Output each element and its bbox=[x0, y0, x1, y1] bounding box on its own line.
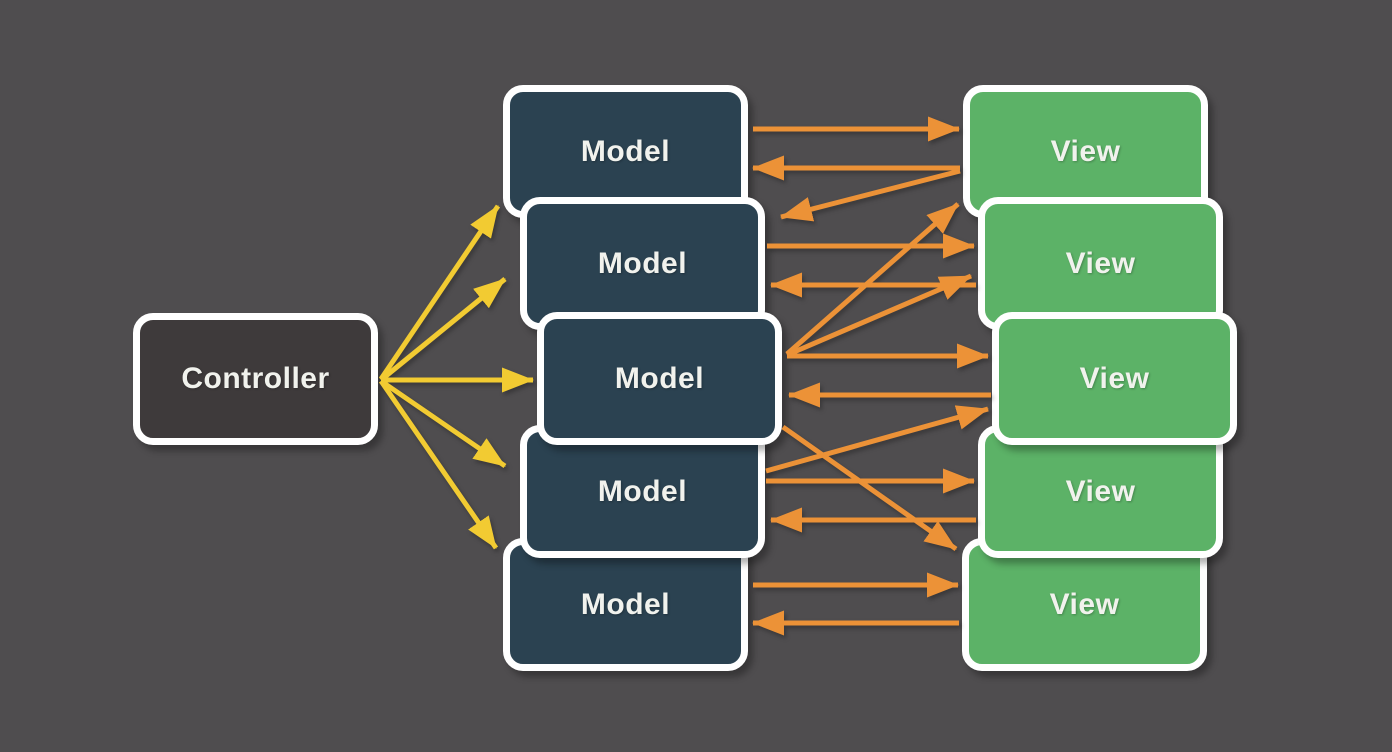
arrow-controller-to-model-5 bbox=[378, 379, 499, 550]
controller-node: Controller bbox=[133, 313, 378, 445]
view-node-3: View bbox=[992, 312, 1237, 445]
view-label-3: View bbox=[1079, 361, 1150, 395]
view-node-2: View bbox=[978, 197, 1223, 330]
arrow-controller-to-model-2 bbox=[379, 277, 507, 382]
controller-to-model-arrows bbox=[378, 204, 535, 550]
arrow-model-3-to-view-1 bbox=[785, 202, 960, 356]
arrow-controller-to-model-1 bbox=[378, 204, 501, 381]
arrow-controller-to-model-4 bbox=[379, 378, 507, 469]
view-label-5: View bbox=[1049, 587, 1120, 621]
model-node-5: Model bbox=[503, 538, 748, 671]
model-label-4: Model bbox=[597, 474, 688, 508]
model-view-arrows bbox=[751, 116, 991, 636]
view-label-4: View bbox=[1065, 474, 1136, 508]
view-label-1: View bbox=[1050, 134, 1121, 168]
model-node-3: Model bbox=[537, 312, 782, 445]
arrow-model-3-to-view-2 bbox=[786, 273, 972, 358]
model-node-1: Model bbox=[503, 85, 748, 218]
view-label-2: View bbox=[1065, 246, 1136, 280]
model-node-4: Model bbox=[520, 425, 765, 558]
arrow-view-1-to-model-2 bbox=[780, 168, 961, 222]
model-node-2: Model bbox=[520, 197, 765, 330]
arrow-model-4-to-view-3 bbox=[765, 405, 989, 474]
model-label-5: Model bbox=[580, 587, 671, 621]
view-node-1: View bbox=[963, 85, 1208, 218]
model-label-2: Model bbox=[597, 246, 688, 280]
controller-label: Controller bbox=[181, 362, 330, 395]
model-label-3: Model bbox=[614, 361, 705, 395]
model-label-1: Model bbox=[580, 134, 671, 168]
arrow-model-3-to-view-5 bbox=[781, 424, 958, 552]
view-node-5: View bbox=[962, 538, 1207, 671]
